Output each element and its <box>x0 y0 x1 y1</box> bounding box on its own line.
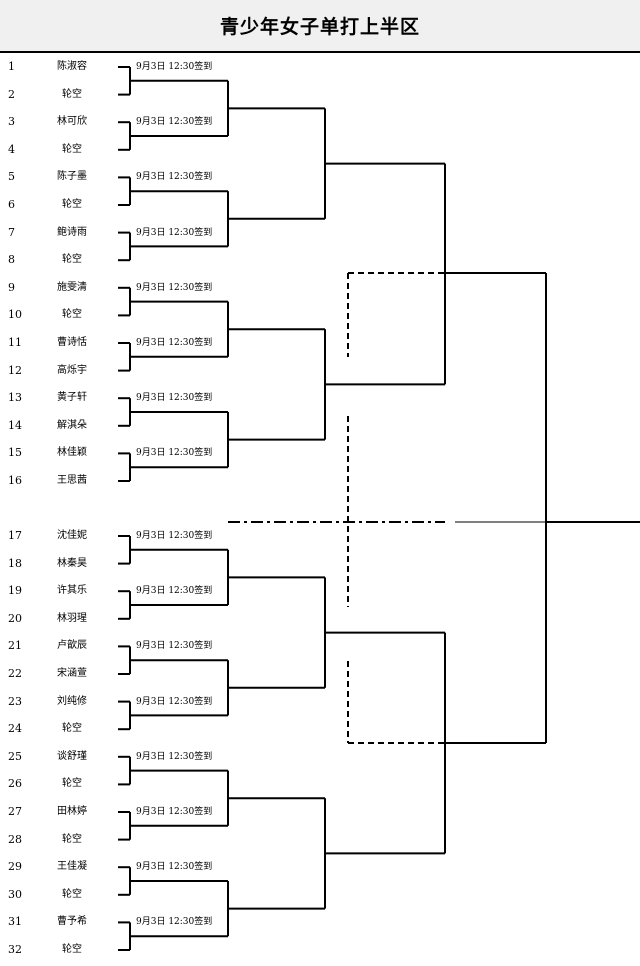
player-name: 王佳凝 <box>57 861 87 873</box>
seed-number: 28 <box>8 832 22 846</box>
seed-number: 21 <box>8 639 22 653</box>
seed-number: 14 <box>8 418 22 432</box>
checkin-time: 9月3日 12:30签到 <box>136 62 213 72</box>
title-bar: 青少年女子单打上半区 <box>0 0 640 53</box>
seed-number: 24 <box>8 722 22 736</box>
checkin-time: 9月3日 12:30签到 <box>136 227 213 238</box>
bye-slot: 轮空 <box>62 833 82 845</box>
seed-number: 30 <box>8 887 22 901</box>
seed-number: 11 <box>8 336 22 349</box>
checkin-time: 9月3日 12:30签到 <box>136 448 213 459</box>
seed-number: 26 <box>8 777 22 791</box>
player-name: 刘纯修 <box>57 695 87 707</box>
bye-slot: 轮空 <box>62 723 82 735</box>
player-name: 谈舒瑾 <box>57 750 87 762</box>
seed-number: 16 <box>8 474 22 487</box>
checkin-time: 9月3日 12:30签到 <box>136 807 213 817</box>
checkin-time: 9月3日 12:30签到 <box>136 531 213 541</box>
player-name: 林佳颖 <box>57 447 87 459</box>
player-name: 陈子墨 <box>57 171 87 183</box>
seed-number: 10 <box>8 308 22 322</box>
seed-number: 18 <box>8 556 22 570</box>
checkin-time: 9月3日 12:30签到 <box>136 751 213 762</box>
seed-number: 12 <box>8 363 22 377</box>
bye-slot: 轮空 <box>62 88 82 100</box>
seed-number: 20 <box>8 611 22 625</box>
player-name: 曹予希 <box>57 916 87 928</box>
seed-number: 17 <box>8 529 22 542</box>
seed-number: 23 <box>8 694 22 708</box>
seed-number: 19 <box>8 584 22 598</box>
page-title: 青少年女子单打上半区 <box>219 16 420 38</box>
seed-number: 4 <box>8 142 15 156</box>
checkin-time: 9月3日 12:30签到 <box>136 917 213 928</box>
player-name: 田林婷 <box>57 806 87 817</box>
player-name: 黄子轩 <box>57 392 87 404</box>
bye-slot: 轮空 <box>62 944 82 955</box>
seed-number: 29 <box>8 860 22 874</box>
player-name: 曹诗恬 <box>57 337 87 348</box>
bye-slot: 轮空 <box>62 143 82 155</box>
player-name: 施雯清 <box>57 281 87 293</box>
seed-number: 9 <box>8 280 15 294</box>
checkin-time: 9月3日 12:30签到 <box>136 282 213 293</box>
bye-slot: 轮空 <box>62 254 82 266</box>
seed-number: 31 <box>8 915 22 929</box>
seed-number: 1 <box>8 60 15 73</box>
seed-number: 15 <box>8 446 22 460</box>
player-name: 解淇朵 <box>57 419 87 431</box>
player-name: 王思茜 <box>57 475 87 486</box>
player-name: 宋涵萱 <box>57 668 87 679</box>
player-name: 林可欣 <box>57 116 87 128</box>
checkin-time: 9月3日 12:30签到 <box>136 862 213 873</box>
checkin-time: 9月3日 12:30签到 <box>136 338 213 348</box>
player-name: 林羽瑆 <box>57 612 87 624</box>
checkin-time: 9月3日 12:30签到 <box>136 641 213 652</box>
seed-number: 3 <box>8 115 15 129</box>
checkin-time: 9月3日 12:30签到 <box>136 586 213 597</box>
seed-number: 13 <box>8 391 22 405</box>
seed-number: 5 <box>8 170 15 184</box>
player-name: 高烁宇 <box>57 364 87 376</box>
bye-slot: 轮空 <box>62 199 82 210</box>
seed-number: 8 <box>8 253 15 267</box>
checkin-time: 9月3日 12:30签到 <box>136 117 213 128</box>
seed-number: 27 <box>8 805 22 818</box>
seed-number: 2 <box>8 87 15 101</box>
checkin-time: 9月3日 12:30签到 <box>136 172 213 183</box>
player-name: 鲍诗雨 <box>57 226 87 238</box>
checkin-time: 9月3日 12:30签到 <box>136 393 213 404</box>
seed-number: 32 <box>8 943 22 956</box>
bye-slot: 轮空 <box>62 888 82 900</box>
seed-number: 6 <box>8 198 15 211</box>
player-name: 林秦昊 <box>57 557 87 569</box>
checkin-time: 9月3日 12:30签到 <box>136 696 213 707</box>
player-name: 陈淑容 <box>57 61 87 72</box>
seed-number: 22 <box>8 667 22 680</box>
seed-number: 25 <box>8 749 22 763</box>
player-name: 沈佳妮 <box>57 530 87 541</box>
player-name: 许其乐 <box>57 585 87 597</box>
seed-number: 7 <box>8 225 15 239</box>
player-name: 卢歆辰 <box>57 640 87 652</box>
bye-slot: 轮空 <box>62 309 82 321</box>
bye-slot: 轮空 <box>62 778 82 790</box>
